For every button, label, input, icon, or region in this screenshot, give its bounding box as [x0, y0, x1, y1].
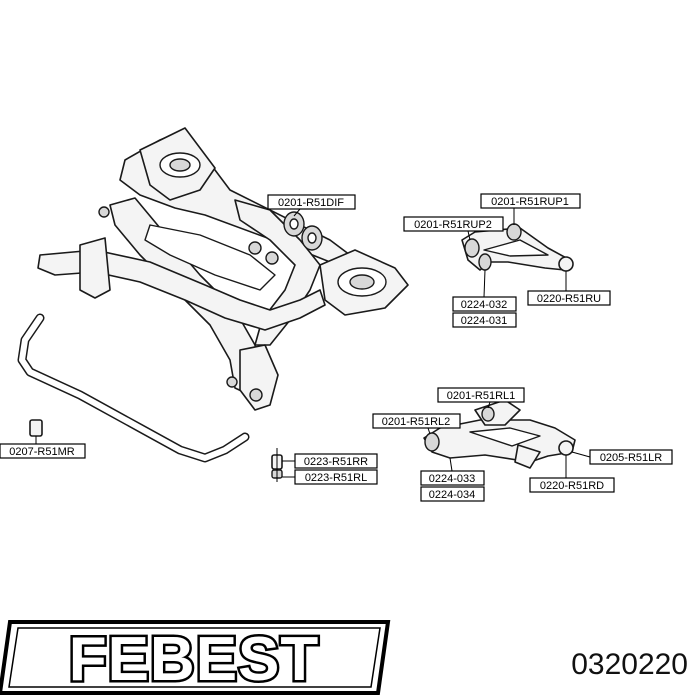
rear-subframe [37, 127, 409, 411]
svg-text:0223-R51RR: 0223-R51RR [304, 456, 368, 468]
label-0224-034: 0224-034 [420, 486, 485, 502]
svg-text:0224-032: 0224-032 [461, 299, 508, 311]
label-0205-R51LR: 0205-R51LR [571, 449, 673, 465]
diff-bushings [283, 211, 323, 251]
svg-text:0201-R51RL1: 0201-R51RL1 [447, 390, 516, 402]
febest-logo: FEBEST [0, 620, 391, 697]
label-0224-033: 0224-033 [420, 457, 485, 486]
label-0224-032: 0224-032 [452, 269, 517, 312]
label-0223-R51RL: 0223-R51RL [282, 469, 378, 485]
label-0201-R51DIF: 0201-R51DIF [267, 194, 356, 217]
label-0223-R51RR: 0223-R51RR [282, 453, 378, 469]
svg-text:0220-R51RU: 0220-R51RU [537, 293, 601, 305]
svg-text:0201-R51RUP1: 0201-R51RUP1 [491, 196, 569, 208]
svg-text:0220-R51RD: 0220-R51RD [540, 480, 604, 492]
svg-text:0207-R51MR: 0207-R51MR [9, 446, 74, 458]
svg-text:0201-R51DIF: 0201-R51DIF [278, 197, 344, 209]
label-0201-R51RL2: 0201-R51RL2 [372, 413, 461, 435]
svg-text:0224-031: 0224-031 [461, 315, 508, 327]
svg-text:0205-R51LR: 0205-R51LR [600, 452, 662, 464]
stabilizer-link [271, 448, 283, 482]
label-0220-R51RD: 0220-R51RD [529, 455, 615, 493]
svg-text:0201-R51RUP2: 0201-R51RUP2 [414, 219, 492, 231]
label-0201-R51RUP2: 0201-R51RUP2 [403, 216, 504, 241]
svg-text:0224-033: 0224-033 [429, 473, 476, 485]
label-0220-R51RU: 0220-R51RU [527, 271, 611, 306]
svg-text:0223-R51RL: 0223-R51RL [305, 472, 367, 484]
lower-control-arm [423, 399, 576, 469]
label-0201-R51RUP1: 0201-R51RUP1 [480, 193, 581, 225]
label-0207-R51MR: 0207-R51MR [0, 436, 86, 459]
label-0201-R51RL1: 0201-R51RL1 [437, 387, 525, 409]
svg-text:0224-034: 0224-034 [429, 489, 476, 501]
label-0224-031: 0224-031 [452, 312, 517, 328]
part-number: 0320220 [571, 648, 688, 681]
svg-text:0201-R51RL2: 0201-R51RL2 [382, 416, 451, 428]
svg-text:FEBEST: FEBEST [69, 625, 320, 694]
upper-control-arm [461, 223, 574, 272]
stabilizer-bar [17, 313, 250, 463]
